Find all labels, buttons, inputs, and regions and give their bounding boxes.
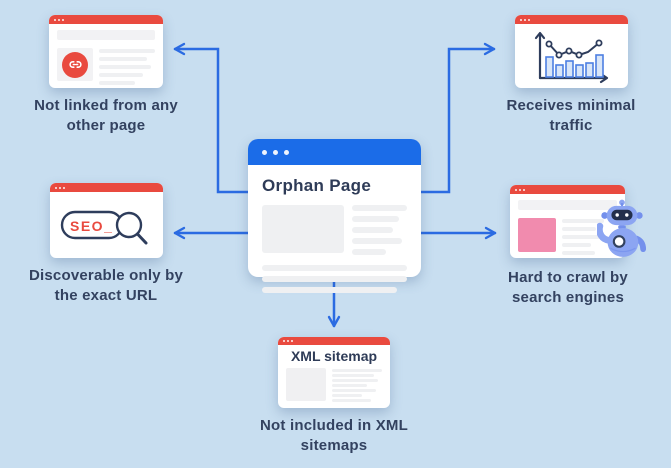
text-line-placeholders [332, 368, 382, 402]
window-dot [284, 149, 289, 155]
window-dot [524, 18, 526, 21]
window-dot [287, 340, 289, 342]
window-dot [520, 18, 522, 21]
traffic-chart-icon [534, 31, 608, 84]
text-line-placeholders [562, 218, 604, 255]
window-dot [291, 340, 293, 342]
window-titlebar [50, 183, 163, 192]
window-dot [63, 186, 65, 189]
text-line-placeholders [352, 205, 407, 255]
xml-sitemap-title: XML sitemap [290, 348, 378, 364]
window-dot [59, 186, 61, 189]
window-dot [55, 186, 57, 189]
window-dot [54, 18, 56, 21]
broken-link-icon [62, 51, 88, 78]
seo-search-icon: SEO_ [60, 210, 147, 245]
arrow-to-top-right [415, 42, 496, 194]
label-exact-url: Discoverable only by the exact URL [28, 267, 184, 305]
window-hard-to-crawl [510, 185, 647, 258]
icon-tile [57, 48, 93, 81]
window-dot [519, 188, 521, 191]
window-dot [62, 18, 64, 21]
window-dot [283, 340, 285, 342]
label-hard-to-crawl: Hard to crawl by search engines [508, 269, 628, 307]
window-exact-url: SEO_ [50, 183, 163, 258]
window-dot [523, 188, 525, 191]
content-placeholder-bar [518, 200, 617, 210]
label-not-linked: Not linked from any other page [34, 97, 178, 135]
content-placeholder-bar [57, 30, 155, 40]
crawler-robot-icon [597, 199, 647, 257]
image-placeholder-block [262, 205, 344, 253]
window-dot [273, 149, 278, 155]
label-xml-sitemaps: Not included in XML sitemaps [260, 417, 408, 455]
window-titlebar [248, 139, 421, 165]
window-not-linked [49, 15, 163, 88]
window-dot [262, 149, 267, 155]
window-dot [528, 18, 530, 21]
text-line-placeholders [99, 48, 155, 85]
window-titlebar [515, 15, 628, 24]
window-minimal-traffic [515, 15, 628, 88]
label-minimal-traffic: Receives minimal traffic [506, 97, 636, 135]
image-placeholder-block [518, 218, 556, 252]
window-titlebar [278, 337, 390, 345]
image-placeholder-block [286, 368, 326, 401]
window-titlebar [49, 15, 163, 24]
window-xml-sitemap: XML sitemap [278, 337, 390, 408]
window-orphan-page: Orphan Page [248, 139, 421, 293]
text-line-placeholders [262, 265, 407, 293]
window-titlebar [510, 185, 625, 194]
window-dot [58, 18, 60, 21]
window-dot [515, 188, 517, 191]
seo-badge-text: SEO_ [70, 218, 113, 234]
arrow-to-top-left [173, 42, 254, 194]
orphan-page-title: Orphan Page [262, 176, 372, 195]
